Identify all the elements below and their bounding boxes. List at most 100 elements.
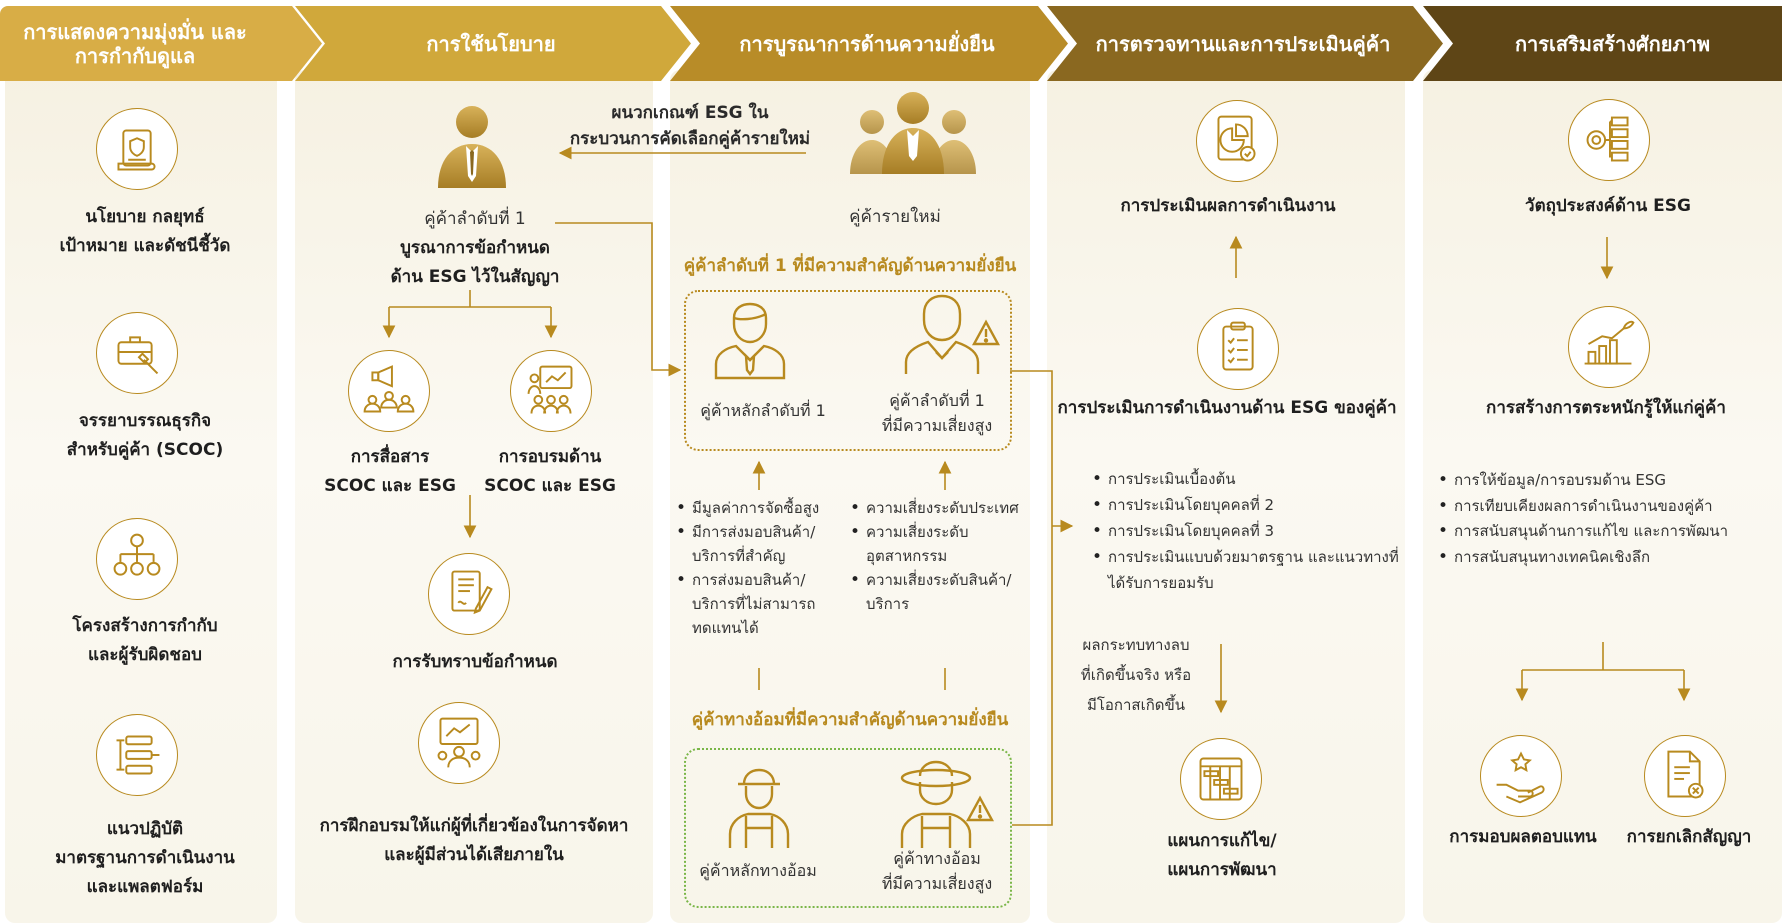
governance-item-2-line2: สำหรับคู่ค้า (SCOC)	[66, 440, 224, 460]
train-line1: การอบรมด้าน	[498, 447, 602, 467]
training-board-icon	[510, 350, 592, 432]
plan-line2: แผนการพัฒนา	[1167, 860, 1277, 880]
main-indirect-label: คู่ค้าหลักทางอ้อม	[699, 861, 817, 880]
performance-eval-label: การประเมินผลการดำเนินงาน	[1120, 196, 1336, 216]
capacity-item: การสนับสนุนทางเทคนิคเชิงลึก	[1436, 545, 1776, 571]
reward-label: การมอบผลตอบแทน	[1449, 827, 1597, 847]
header-policy: การใช้นโยบาย	[295, 6, 691, 81]
reward-hand-star-icon	[1480, 735, 1562, 817]
comm-line1: การสื่อสาร	[350, 447, 430, 467]
capacity-item: การสนับสนุนด้านการแก้ไข และการพัฒนา	[1436, 519, 1776, 545]
train-line2: SCOC และ ESG	[484, 476, 616, 496]
workshop-icon	[418, 702, 500, 784]
pie-report-icon	[1196, 100, 1278, 182]
terminate-contract-label: การยกเลิกสัญญา	[1626, 827, 1752, 847]
farmer-icon	[724, 766, 794, 850]
eval-method-item: การประเมินโดยบุคคลที่ 3	[1090, 518, 1400, 544]
high-risk-indirect-line1: คู่ค้าทางอ้อม	[893, 849, 981, 868]
communication-label: การสื่อสาร SCOC และ ESG	[310, 443, 470, 501]
high-risk-tier1-label: คู่ค้าลำดับที่ 1 ที่มีความเสี่ยงสูง	[862, 388, 1012, 438]
governance-item-3-line1: โครงสร้างการกำกับ	[72, 616, 218, 636]
plan-line1: แผนการแก้ไข/	[1167, 831, 1277, 851]
critical-tier1-title: คู่ค้าลำดับที่ 1 ที่มีความสำคัญด้านความย…	[683, 256, 1017, 276]
new-supplier-group-icon	[850, 88, 976, 174]
risk-item: ความเสี่ยงระดับ อุตสาหกรรม	[848, 520, 1032, 568]
clipboard-checklist-icon	[1197, 308, 1279, 390]
critical-indirect-box	[684, 748, 1012, 908]
workshop-line1: การฝึกอบรมให้แก่ผู้ที่เกี่ยวข้องในการจัด…	[319, 816, 629, 836]
header-governance: การแสดงความมุ่งมั่น และการกำกับดูแล	[0, 6, 322, 81]
governance-item-3: โครงสร้างการกำกับ และผู้รับผิดชอบ	[20, 612, 270, 670]
eval-method-item: การประเมินโดยบุคคลที่ 2	[1090, 492, 1400, 518]
document-sign-icon	[428, 553, 510, 635]
awareness-label: การสร้างการตระหนักรู้ให้แก่คู่ค้า	[1486, 398, 1726, 418]
capacity-item: การให้ข้อมูล/การอบรมด้าน ESG	[1436, 468, 1776, 494]
governance-item-3-line2: และผู้รับผิดชอบ	[88, 645, 202, 665]
header-capacity-label: การเสริมสร้างศักยภาพ	[1514, 31, 1711, 56]
contract-cancel-icon	[1644, 735, 1726, 817]
header-policy-label: การใช้นโยบาย	[426, 31, 556, 56]
governance-item-4-line3: และแพลตฟอร์ม	[86, 877, 204, 897]
workshop-line2: และผู้มีส่วนได้เสียภายใน	[384, 845, 564, 865]
objective-target-icon	[1568, 99, 1650, 181]
main-supplier-icon	[712, 300, 788, 380]
high-risk-indirect-label: คู่ค้าทางอ้อม ที่มีความเสี่ยงสูง	[862, 846, 1012, 896]
acknowledgement-label: การรับทราบข้อกำหนด	[392, 652, 558, 672]
tier1-criteria-list: มีมูลค่าการจัดซื้อสูง มีการส่งมอบสินค้า/…	[674, 496, 838, 640]
header-integration: การบูรณาการด้านความยั่งยืน	[670, 6, 1068, 81]
high-risk-farmer-icon	[896, 758, 996, 850]
eval-methods-list: การประเมินเบื้องต้น การประเมินโดยบุคคลที…	[1090, 466, 1400, 596]
high-risk-supplier-icon	[902, 292, 1002, 376]
risk-item: ความเสี่ยงระดับประเทศ	[848, 496, 1032, 520]
training-label: การอบรมด้าน SCOC และ ESG	[470, 443, 630, 501]
growth-chart-icon	[1568, 306, 1650, 388]
tier1-block: คู่ค้าลำดับที่ 1 บูรณาการข้อกำหนด ด้าน E…	[330, 205, 620, 292]
impact-line3: มีโอกาสเกิดขึ้น	[1086, 696, 1186, 714]
criteria-item: มีมูลค่าการจัดซื้อสูง	[674, 496, 838, 520]
impact-line1: ผลกระทบทางลบ	[1082, 636, 1190, 654]
capacity-building-list: การให้ข้อมูล/การอบรมด้าน ESG การเทียบเคี…	[1436, 468, 1776, 570]
integrate-line2: ด้าน ESG ไว้ในสัญญา	[390, 267, 560, 287]
negative-impact-label: ผลกระทบทางลบ ที่เกิดขึ้นจริง หรือ มีโอกา…	[1074, 630, 1198, 720]
critical-indirect-title: คู่ค้าทางอ้อมที่มีความสำคัญด้านความยั่งย…	[691, 710, 1009, 730]
risk-item: ความเสี่ยงระดับสินค้า/ บริการ	[848, 568, 1032, 616]
governance-item-1-line2: เป้าหมาย และดัชนีชี้วัด	[59, 236, 231, 256]
comm-line2: SCOC และ ESG	[324, 476, 456, 496]
plan-label: แผนการแก้ไข/ แผนการพัฒนา	[1120, 827, 1324, 885]
briefcase-gavel-icon	[96, 312, 178, 394]
governance-item-4-line1: แนวปฏิบัติ	[106, 819, 184, 839]
arrow-label-line2: กระบวนการคัดเลือกคู่ค้ารายใหม่	[569, 129, 811, 149]
main-tier1-label: คู่ค้าหลักลำดับที่ 1	[700, 401, 826, 420]
gantt-plan-icon	[1180, 738, 1262, 820]
eval-method-item: การประเมินแบบด้วยมาตรฐาน และแนวทางที่ได้…	[1090, 544, 1400, 596]
criteria-item: มีการส่งมอบสินค้า/ บริการที่สำคัญ	[674, 520, 838, 568]
header-capacity: การเสริมสร้างศักยภาพ	[1423, 6, 1782, 81]
arrow-label-line1: ผนวกเกณฑ์ ESG ใน	[611, 103, 769, 123]
workshop-label: การฝึกอบรมให้แก่ผู้ที่เกี่ยวข้องในการจัด…	[298, 812, 650, 870]
critical-tier1-box	[684, 290, 1012, 451]
businessman-icon	[432, 100, 512, 188]
governance-item-4: แนวปฏิบัติ มาตรฐานการดำเนินงาน และแพลตฟอ…	[20, 815, 270, 902]
new-supplier-arrow-label: ผนวกเกณฑ์ ESG ใน กระบวนการคัดเลือกคู่ค้า…	[560, 100, 820, 152]
header-governance-label: การแสดงความมุ่งมั่น และการกำกับดูแล	[23, 19, 247, 68]
impact-line2: ที่เกิดขึ้นจริง หรือ	[1080, 666, 1192, 684]
high-risk-tier1-line1: คู่ค้าลำดับที่ 1	[889, 391, 985, 410]
header-review: การตรวจทานและการประเมินคู่ค้า	[1047, 6, 1443, 81]
capacity-item: การเทียบเคียงผลการดำเนินงานของคู่ค้า	[1436, 494, 1776, 520]
esg-eval-label: การประเมินการดำเนินงานด้าน ESG ของคู่ค้า	[1057, 398, 1397, 418]
header-review-label: การตรวจทานและการประเมินคู่ค้า	[1095, 31, 1391, 56]
governance-item-4-line2: มาตรฐานการดำเนินงาน	[55, 848, 235, 868]
header-integration-label: การบูรณาการด้านความยั่งยืน	[739, 31, 995, 56]
integrate-line1: บูรณาการข้อกำหนด	[400, 238, 550, 258]
criteria-item: การส่งมอบสินค้า/ บริการที่ไม่สามารถ ทดแท…	[674, 568, 838, 640]
risk-criteria-list: ความเสี่ยงระดับประเทศ ความเสี่ยงระดับ อุ…	[848, 496, 1032, 616]
process-flow-icon	[96, 714, 178, 796]
tier1-label: คู่ค้าลำดับที่ 1	[424, 209, 526, 229]
esg-objective-label: วัตถุประสงค์ด้าน ESG	[1525, 196, 1691, 216]
policy-document-icon	[96, 108, 178, 190]
eval-method-item: การประเมินเบื้องต้น	[1090, 466, 1400, 492]
governance-item-2: จรรยาบรรณธุรกิจ สำหรับคู่ค้า (SCOC)	[20, 407, 270, 465]
megaphone-group-icon	[348, 350, 430, 432]
governance-item-1-line1: นโยบาย กลยุทธ์	[85, 207, 205, 227]
high-risk-indirect-line2: ที่มีความเสี่ยงสูง	[881, 874, 993, 893]
